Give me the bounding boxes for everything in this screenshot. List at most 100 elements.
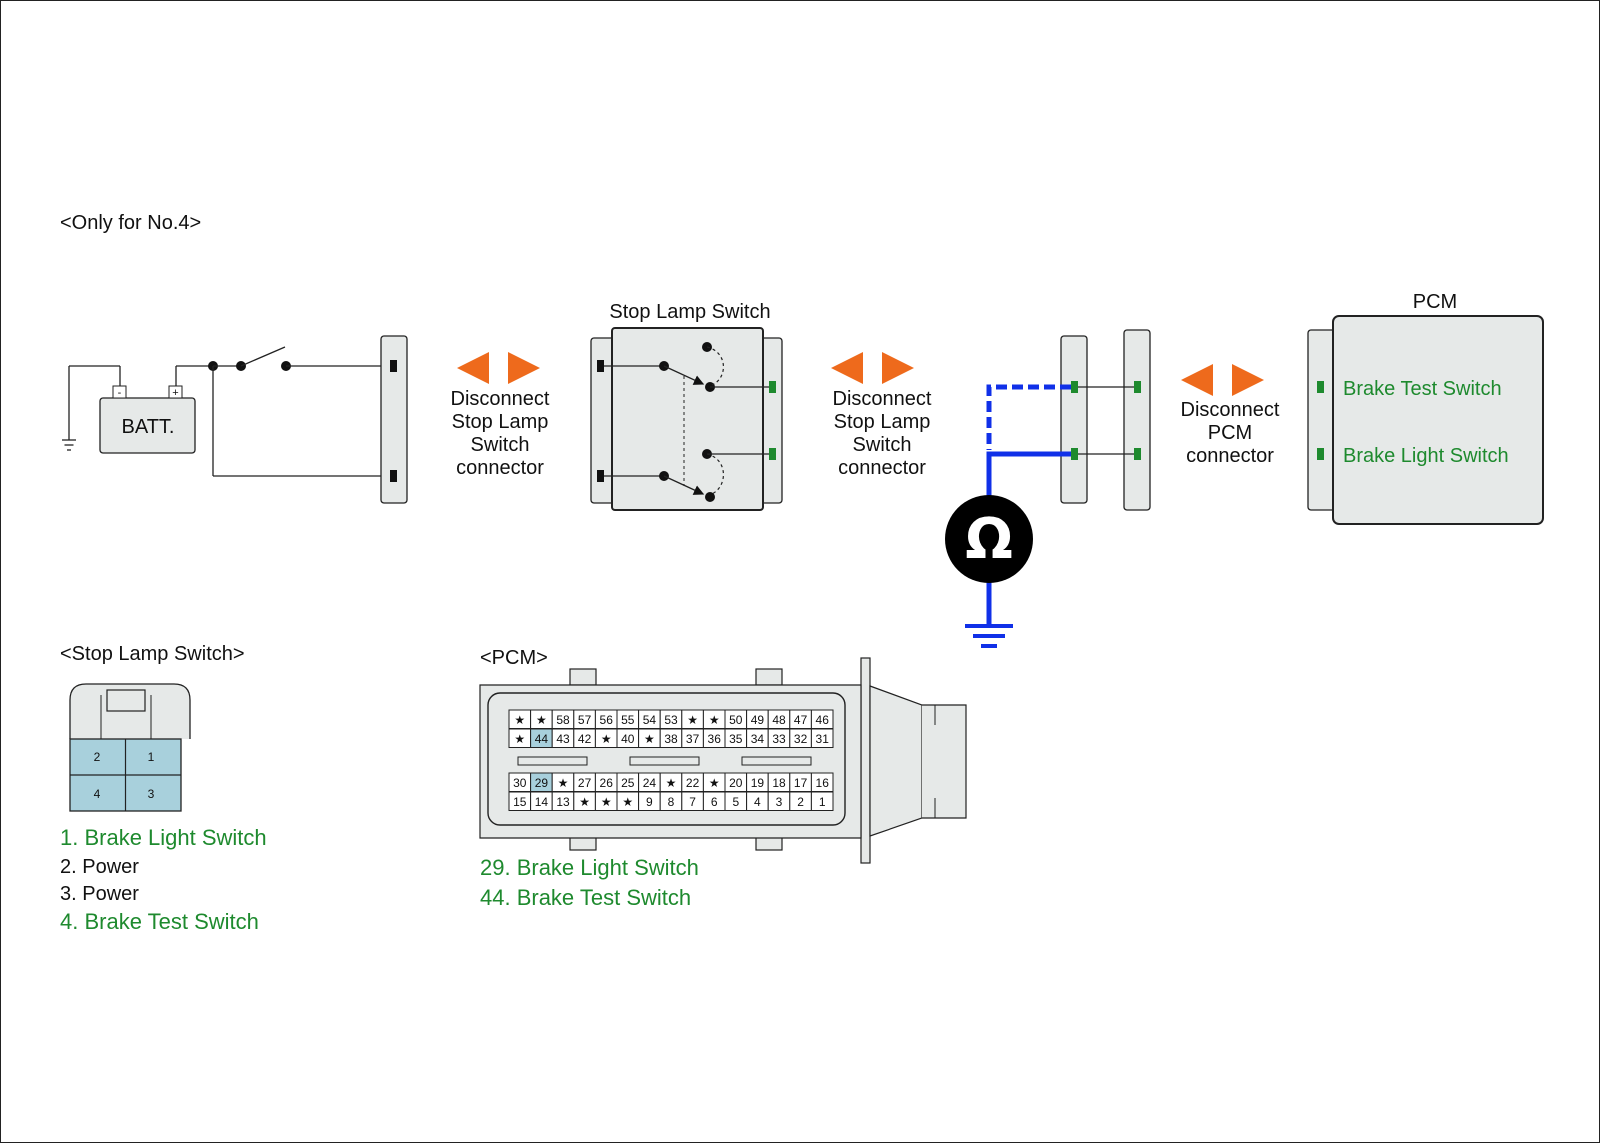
pcm-pin-label: 7: [689, 795, 696, 809]
pcm-pin-label: 22: [686, 776, 700, 790]
pcm-pin-label: 2: [797, 795, 804, 809]
pcm-pin-label: 32: [794, 732, 808, 746]
svg-text:44. Brake Test Switch: 44. Brake Test Switch: [480, 885, 691, 910]
pcm-pin-label: 18: [772, 776, 786, 790]
pcm-pin-label: 43: [556, 732, 570, 746]
pcm-title: PCM: [1413, 291, 1457, 313]
svg-text:3: 3: [148, 787, 155, 801]
svg-text:1: 1: [148, 750, 155, 764]
pcm-pin-label: 36: [708, 732, 722, 746]
pcm-pin-label: ★: [579, 795, 590, 809]
stop-lamp-switch: Stop Lamp Switch: [590, 301, 783, 511]
pcm-pin-label: 9: [646, 795, 653, 809]
pcm-brake-light-label: Brake Light Switch: [1343, 445, 1509, 467]
pcm-pin-label: 54: [643, 713, 657, 727]
pcm-pin-label: 40: [621, 732, 635, 746]
ohmmeter-test: Ω: [945, 329, 1151, 648]
svg-text:Switch: Switch: [853, 434, 912, 456]
disconnect-arrows-1: Disconnect Stop Lamp Switch connector: [451, 352, 550, 479]
pcm-pin-label: 27: [578, 776, 592, 790]
pcm-pin-label: ★: [558, 776, 569, 790]
pcm-pin-label: ★: [687, 713, 698, 727]
battery-box: [99, 397, 196, 454]
pcm-pin-label: 15: [513, 795, 527, 809]
ohmmeter-icon: [945, 495, 1033, 583]
pcm-pin-label: 16: [816, 776, 830, 790]
disconnect-arrows-3: Disconnect PCM connector: [1181, 364, 1280, 467]
svg-text:Disconnect: Disconnect: [1181, 399, 1280, 421]
pcm-pin-label: 1: [819, 795, 826, 809]
open-switch-icon: [240, 346, 286, 367]
svg-text:2. Power: 2. Power: [60, 856, 139, 878]
pcm-pin-label: 17: [794, 776, 808, 790]
pcm-pin-label: 24: [643, 776, 657, 790]
pcm-pin-label: ★: [666, 776, 677, 790]
stop-lamp-switch-title: Stop Lamp Switch: [609, 301, 770, 323]
pcm-connector-title: <PCM>: [480, 647, 548, 669]
svg-text:connector: connector: [1186, 445, 1274, 467]
svg-text:Disconnect: Disconnect: [451, 388, 550, 410]
pcm-pin-label: 5: [732, 795, 739, 809]
pcm-pin-label: 8: [668, 795, 675, 809]
pcm-pin-label: ★: [709, 776, 720, 790]
harness-connector-1: [380, 335, 408, 504]
svg-text:connector: connector: [838, 457, 926, 479]
svg-text:Disconnect: Disconnect: [833, 388, 932, 410]
svg-text:2: 2: [94, 750, 101, 764]
pcm-pin-label: 14: [535, 795, 549, 809]
pcm-pin-label: 58: [556, 713, 570, 727]
pcm-pin-label: 53: [664, 713, 678, 727]
pcm-pin-label: ★: [601, 795, 612, 809]
pcm-pin-label: ★: [514, 713, 525, 727]
pcm-module: PCM Brake Test Switch Brake Light Switch: [1307, 291, 1544, 525]
battery-pos: +: [172, 387, 178, 399]
svg-text:1. Brake Light Switch: 1. Brake Light Switch: [60, 825, 267, 850]
harness-connector-3: [1123, 329, 1151, 511]
pcm-pin-label: 33: [772, 732, 786, 746]
pcm-pin-label: 34: [751, 732, 765, 746]
harness-connector-2: [1060, 335, 1088, 504]
pcm-pin-label: 4: [754, 795, 761, 809]
pcm-pin-label: ★: [622, 795, 633, 809]
pcm-pin-label: 38: [664, 732, 678, 746]
pcm-pin-label: 49: [751, 713, 765, 727]
svg-text:4: 4: [94, 787, 101, 801]
pcm-brake-test-label: Brake Test Switch: [1343, 378, 1502, 400]
pcm-pin-label: 48: [772, 713, 786, 727]
pcm-pin-label: 35: [729, 732, 743, 746]
pcm-pin-label: 31: [816, 732, 830, 746]
pcm-pin-label: 56: [600, 713, 614, 727]
svg-text:PCM: PCM: [1208, 422, 1252, 444]
pcm-pin-label: 46: [816, 713, 830, 727]
pcm-pin-label: 30: [513, 776, 527, 790]
slsw-connector-title: <Stop Lamp Switch>: [60, 643, 245, 665]
pcm-pin-label: 26: [600, 776, 614, 790]
header-note: <Only for No.4>: [60, 212, 201, 234]
pcm-pin-label: 25: [621, 776, 635, 790]
pcm-pin-label: 42: [578, 732, 592, 746]
pcm-pin-label: 55: [621, 713, 635, 727]
pcm-pin-label: 37: [686, 732, 700, 746]
svg-text:Stop Lamp: Stop Lamp: [834, 411, 931, 433]
probe-wire-dashed: [986, 384, 1071, 450]
pcm-pin-label: 20: [729, 776, 743, 790]
pcm-pin-label: ★: [514, 732, 525, 746]
ohm-symbol: Ω: [965, 507, 1013, 572]
pcm-pin-label: 57: [578, 713, 592, 727]
pcm-pin-label: 50: [729, 713, 743, 727]
pcm-pin-label: ★: [601, 732, 612, 746]
stop-lamp-switch-connector: <Stop Lamp Switch> 2 1 4 3 1. Brake Ligh…: [60, 643, 267, 934]
pcm-pin-label: 19: [751, 776, 765, 790]
pcm-pin-label: 3: [776, 795, 783, 809]
svg-text:29. Brake Light Switch: 29. Brake Light Switch: [480, 855, 699, 880]
pcm-pin-cell: [810, 791, 834, 811]
svg-text:3. Power: 3. Power: [60, 883, 139, 905]
probe-wire-solid: [986, 451, 1071, 500]
pcm-pin-label: 29: [535, 776, 549, 790]
battery-neg: -: [118, 387, 122, 399]
svg-text:Switch: Switch: [471, 434, 530, 456]
pcm-pin-label: 47: [794, 713, 808, 727]
svg-text:4. Brake Test Switch: 4. Brake Test Switch: [60, 909, 259, 934]
